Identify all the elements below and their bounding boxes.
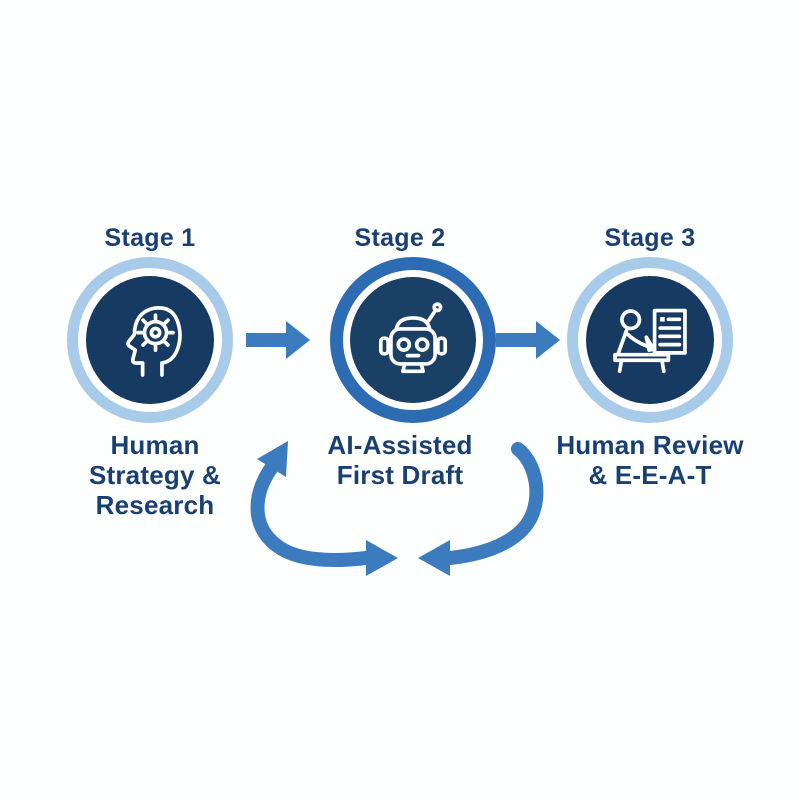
stage-2-title: Stage 2	[354, 224, 446, 252]
stage-3-label: Human Review & E-E-A-T	[556, 430, 744, 491]
arrow-stage2-to-stage3	[496, 321, 560, 359]
stage-3-badge	[567, 257, 733, 423]
stage-2-circle	[350, 277, 476, 403]
stage-1-badge	[67, 257, 233, 423]
person-review-icon	[613, 308, 687, 374]
arrow-stage1-to-stage2	[246, 321, 310, 359]
stage-2-label: AI-Assisted First Draft	[327, 430, 473, 491]
stage-1-title: Stage 1	[104, 224, 196, 252]
stage-3-circle	[586, 276, 714, 404]
stage-3-title: Stage 3	[604, 224, 696, 252]
stage-1-circle	[86, 276, 214, 404]
stage-2-badge	[330, 257, 496, 423]
robot-icon	[378, 302, 448, 374]
stage-1-label: Human Strategy & Research	[88, 430, 222, 521]
head-gear-icon	[126, 306, 182, 377]
